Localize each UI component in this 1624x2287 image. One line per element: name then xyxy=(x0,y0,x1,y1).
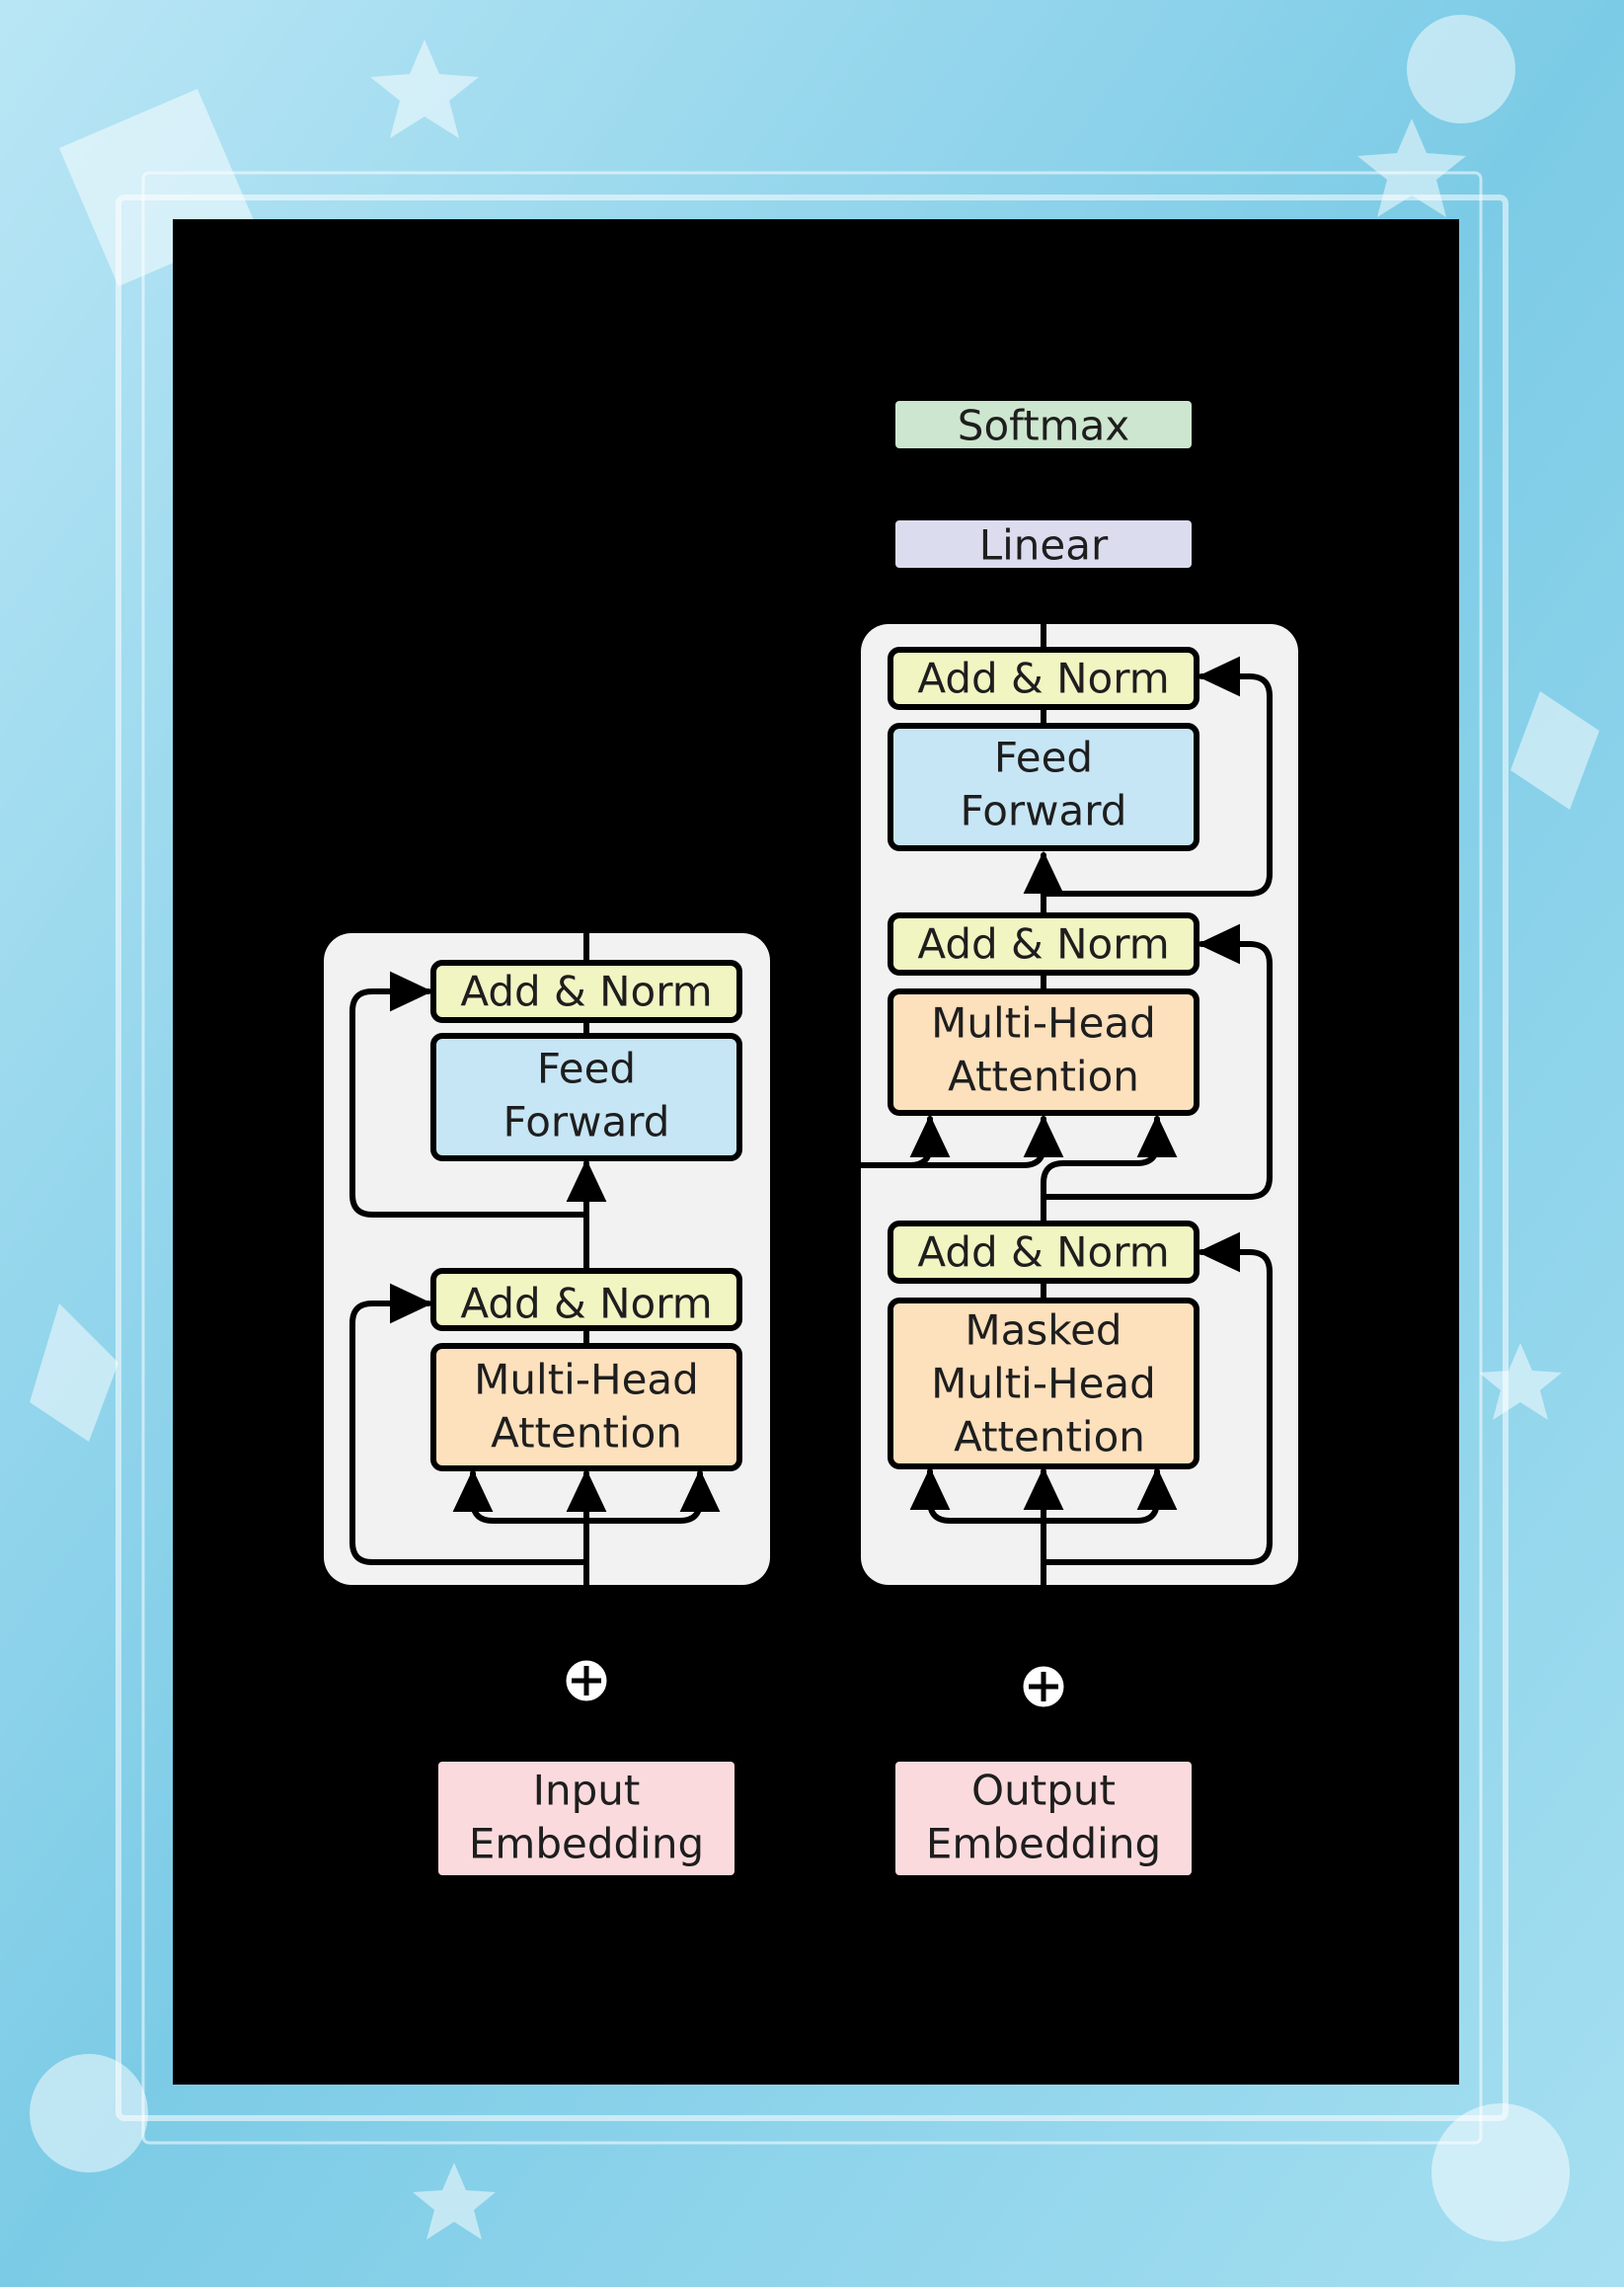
encoder-feed-forward-box xyxy=(430,1033,742,1161)
encoder-feed-forward-line-2: Forward xyxy=(503,1098,670,1146)
decoder-output-embedding-box xyxy=(895,1762,1192,1875)
decoder-feed-forward-line-2: Forward xyxy=(961,787,1127,835)
decoder-output-embedding-line-1: Output xyxy=(971,1767,1116,1815)
encoder-attention-box xyxy=(430,1343,742,1471)
encoder-input-embedding-line-2: Embedding xyxy=(469,1820,704,1868)
encoder-add-norm-bottom-label: Add & Norm xyxy=(460,1280,712,1328)
decoder-add-norm-bottom-label: Add & Norm xyxy=(917,1228,1169,1277)
decoder-add-norm-middle-box xyxy=(888,912,1199,976)
decoder-masked-attention-line-2: Multi-Head xyxy=(931,1360,1156,1408)
decoder-add-norm-top-box xyxy=(888,647,1199,710)
decoder-feed-forward-line-1: Feed xyxy=(994,734,1093,782)
decoder-add-norm-middle-label: Add & Norm xyxy=(917,920,1169,969)
decoder-softmax-label: Softmax xyxy=(958,402,1129,450)
encoder-feed-forward-line-1: Feed xyxy=(537,1045,636,1093)
encoder-attention-line-1: Multi-Head xyxy=(474,1356,699,1404)
encoder-block xyxy=(324,933,770,1585)
encoder-add-norm-top-box xyxy=(430,960,742,1023)
decoder-linear-box xyxy=(895,520,1192,568)
decoder-cross-attention-box xyxy=(888,988,1199,1116)
encoder-input-embedding-box xyxy=(438,1762,735,1875)
encoder-input-embedding-line-1: Input xyxy=(533,1767,641,1815)
encoder-add-norm-top-label: Add & Norm xyxy=(460,968,712,1016)
decoder-cross-attention-line-2: Attention xyxy=(948,1053,1139,1101)
plus-circle-icon xyxy=(1020,1663,1067,1710)
decoder-linear-label: Linear xyxy=(979,521,1109,570)
encoder-attention-line-2: Attention xyxy=(491,1409,682,1458)
encoder-add-norm-bottom-box xyxy=(430,1268,742,1331)
decoder-masked-attention-line-1: Masked xyxy=(965,1306,1121,1355)
decoder-add-norm-top-label: Add & Norm xyxy=(917,655,1169,703)
plus-circle-icon xyxy=(563,1657,610,1704)
decoder-cross-attention-line-1: Multi-Head xyxy=(931,999,1156,1048)
decoder-masked-attention-line-3: Attention xyxy=(954,1413,1145,1461)
decoder-add-norm-bottom-box xyxy=(888,1221,1199,1284)
decoder-output-embedding-line-2: Embedding xyxy=(926,1820,1161,1868)
decoder-masked-attention-box xyxy=(888,1298,1199,1469)
decoder-softmax-box xyxy=(895,401,1192,448)
decoder-feed-forward-box xyxy=(888,723,1199,851)
